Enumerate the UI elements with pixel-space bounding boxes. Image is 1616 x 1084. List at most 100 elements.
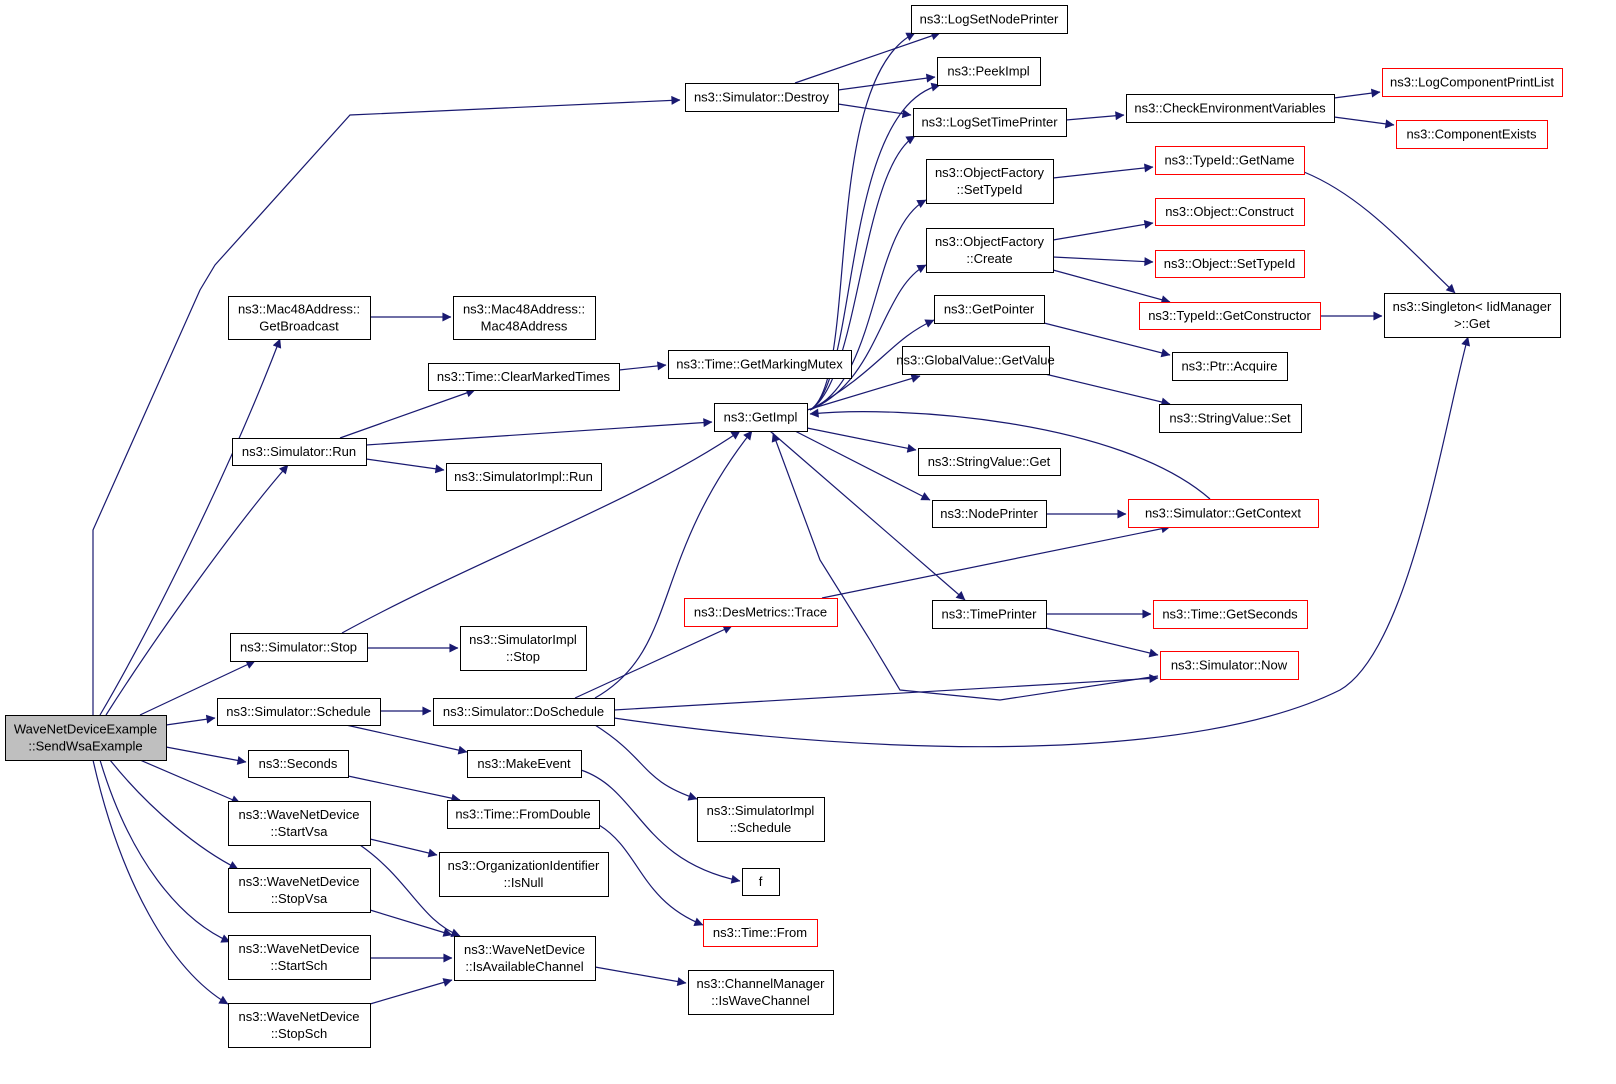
node-startvsa[interactable]: ns3::WaveNetDevice::StartVsa: [228, 801, 371, 846]
node-makeevent[interactable]: ns3::MakeEvent: [467, 750, 582, 778]
node-f[interactable]: f: [742, 868, 780, 896]
node-label: ::SendWsaExample: [28, 739, 142, 754]
node-seconds[interactable]: ns3::Seconds: [248, 750, 349, 778]
edge-destroy-to-peekimpl: [837, 73, 936, 91]
node-markingmutex[interactable]: ns3::Time::GetMarkingMutex: [668, 350, 852, 379]
node-svset[interactable]: ns3::StringValue::Set: [1159, 404, 1302, 433]
edge-checkenv-to-compexists: [1333, 116, 1395, 129]
node-orgnull[interactable]: ns3::OrganizationIdentifier::IsNull: [439, 852, 609, 897]
node-label: ns3::ObjectFactory: [935, 234, 1045, 249]
node-label: ns3::Simulator::Destroy: [694, 90, 830, 105]
node-getpointer[interactable]: ns3::GetPointer: [934, 295, 1045, 324]
node-label: ::IsAvailableChannel: [465, 959, 583, 974]
node-box: [1382, 68, 1563, 97]
node-destroy[interactable]: ns3::Simulator::Destroy: [685, 83, 839, 112]
node-box: [454, 936, 596, 981]
edge-destroy-to-logsetnode: [794, 31, 941, 84]
node-label: ns3::TypeId::GetConstructor: [1148, 308, 1311, 323]
node-box: [926, 159, 1054, 204]
node-simrun[interactable]: ns3::Simulator::Run: [232, 438, 367, 466]
node-box: [902, 346, 1050, 375]
node-label: ns3::GlobalValue::GetValue: [896, 353, 1055, 368]
node-label: ns3::LogSetTimePrinter: [921, 115, 1058, 130]
node-box: [932, 500, 1047, 528]
node-logsettime[interactable]: ns3::LogSetTimePrinter: [913, 108, 1067, 137]
node-objsettypeid[interactable]: ns3::Object::SetTypeId: [1155, 250, 1305, 278]
node-label: ::StopSch: [271, 1026, 327, 1041]
node-iswave[interactable]: ns3::ChannelManager::IsWaveChannel: [688, 970, 834, 1015]
node-getconstructor[interactable]: ns3::TypeId::GetConstructor: [1139, 302, 1321, 330]
node-simschedule[interactable]: ns3::Simulator::Schedule: [217, 698, 381, 726]
node-timeprinter[interactable]: ns3::TimePrinter: [932, 600, 1047, 629]
node-objconstruct[interactable]: ns3::Object::Construct: [1155, 198, 1305, 226]
node-logsetnode[interactable]: ns3::LogSetNodePrinter: [911, 5, 1068, 34]
node-implschedule[interactable]: ns3::SimulatorImpl::Schedule: [697, 797, 825, 842]
node-stopvsa[interactable]: ns3::WaveNetDevice::StopVsa: [228, 868, 371, 913]
node-getseconds[interactable]: ns3::Time::GetSeconds: [1153, 600, 1308, 629]
node-box: [932, 600, 1047, 629]
node-typeidgetname[interactable]: ns3::TypeId::GetName: [1155, 146, 1305, 175]
node-label: ns3::TypeId::GetName: [1164, 153, 1294, 168]
node-box: [228, 935, 371, 980]
node-label: ns3::WaveNetDevice: [239, 807, 360, 822]
node-label: ns3::Object::SetTypeId: [1164, 256, 1296, 271]
node-label: ::IsNull: [504, 875, 544, 890]
node-ofcreate[interactable]: ns3::ObjectFactory::Create: [926, 228, 1054, 273]
node-label: ns3::Simulator::Stop: [240, 640, 357, 655]
node-compexists[interactable]: ns3::ComponentExists: [1396, 120, 1548, 149]
edge-isavail-to-iswave: [594, 966, 687, 986]
node-label: ns3::Time::ClearMarkedTimes: [437, 369, 611, 384]
node-mac48ctor[interactable]: ns3::Mac48Address::Mac48Address: [453, 296, 596, 340]
edge-root-to-mac48bc: [99, 338, 282, 716]
node-label: ns3::DesMetrics::Trace: [694, 605, 827, 620]
edge-getimpl-to-ofsettypeid: [809, 199, 927, 411]
node-logcomplist[interactable]: ns3::LogComponentPrintList: [1382, 68, 1563, 97]
nodes-layer: WaveNetDeviceExample::SendWsaExamplens3:…: [5, 5, 1563, 1048]
node-checkenv[interactable]: ns3::CheckEnvironmentVariables: [1126, 94, 1335, 123]
node-destrace[interactable]: ns3::DesMetrics::Trace: [684, 598, 838, 627]
edge-doschedule-to-destrace: [574, 625, 733, 699]
node-timefrom[interactable]: ns3::Time::From: [703, 919, 818, 947]
node-label: ns3::GetPointer: [944, 302, 1035, 317]
node-doschedule[interactable]: ns3::Simulator::DoSchedule: [433, 698, 615, 726]
node-clearmarked[interactable]: ns3::Time::ClearMarkedTimes: [428, 363, 620, 391]
node-implstop[interactable]: ns3::SimulatorImpl::Stop: [460, 626, 587, 671]
node-ofsettypeid[interactable]: ns3::ObjectFactory::SetTypeId: [926, 159, 1054, 204]
node-fromdouble[interactable]: ns3::Time::FromDouble: [447, 800, 600, 829]
node-label: ns3::WaveNetDevice: [464, 942, 585, 957]
node-svget[interactable]: ns3::StringValue::Get: [918, 448, 1061, 476]
node-mac48bc[interactable]: ns3::Mac48Address::GetBroadcast: [228, 296, 371, 340]
node-label: Mac48Address: [481, 319, 568, 334]
node-label: ns3::Object::Construct: [1165, 204, 1294, 219]
node-getcontext[interactable]: ns3::Simulator::GetContext: [1128, 499, 1319, 528]
node-simnow[interactable]: ns3::Simulator::Now: [1160, 651, 1299, 680]
node-label: ns3::Mac48Address::: [238, 302, 360, 317]
node-box: [1128, 499, 1319, 528]
node-box: [1155, 146, 1305, 175]
node-nodeprinter[interactable]: ns3::NodePrinter: [932, 500, 1047, 528]
node-isavail[interactable]: ns3::WaveNetDevice::IsAvailableChannel: [454, 936, 596, 981]
edges-layer: [92, 31, 1471, 1005]
node-stopsch[interactable]: ns3::WaveNetDevice::StopSch: [228, 1003, 371, 1048]
node-label: ns3::StringValue::Set: [1169, 411, 1291, 426]
node-ptracquire[interactable]: ns3::Ptr::Acquire: [1172, 352, 1288, 381]
node-label: ::StartVsa: [270, 824, 328, 839]
node-getimpl[interactable]: ns3::GetImpl: [714, 403, 808, 432]
node-label: ns3::LogComponentPrintList: [1390, 75, 1554, 90]
node-startsch[interactable]: ns3::WaveNetDevice::StartSch: [228, 935, 371, 980]
edge-root-to-stopsch: [92, 759, 229, 1005]
node-label: ns3::ComponentExists: [1406, 127, 1537, 142]
edge-startvsa-to-orgnull: [369, 838, 438, 858]
node-box: [428, 363, 620, 391]
edge-makeevent-to-f: [580, 769, 741, 884]
edge-simschedule-to-makeevent: [345, 724, 468, 755]
node-root: WaveNetDeviceExample::SendWsaExample: [5, 715, 167, 761]
node-gvgetvalue[interactable]: ns3::GlobalValue::GetValue: [896, 346, 1055, 375]
node-singleton[interactable]: ns3::Singleton< IidManager >::Get: [1384, 293, 1561, 338]
node-box: [685, 83, 839, 112]
edge-getcontext-to-getimpl: [809, 408, 1211, 500]
node-simstop[interactable]: ns3::Simulator::Stop: [230, 633, 368, 662]
edge-root-to-destroy: [92, 95, 681, 715]
node-implrun[interactable]: ns3::SimulatorImpl::Run: [446, 463, 602, 491]
node-peekimpl[interactable]: ns3::PeekImpl: [937, 57, 1041, 86]
